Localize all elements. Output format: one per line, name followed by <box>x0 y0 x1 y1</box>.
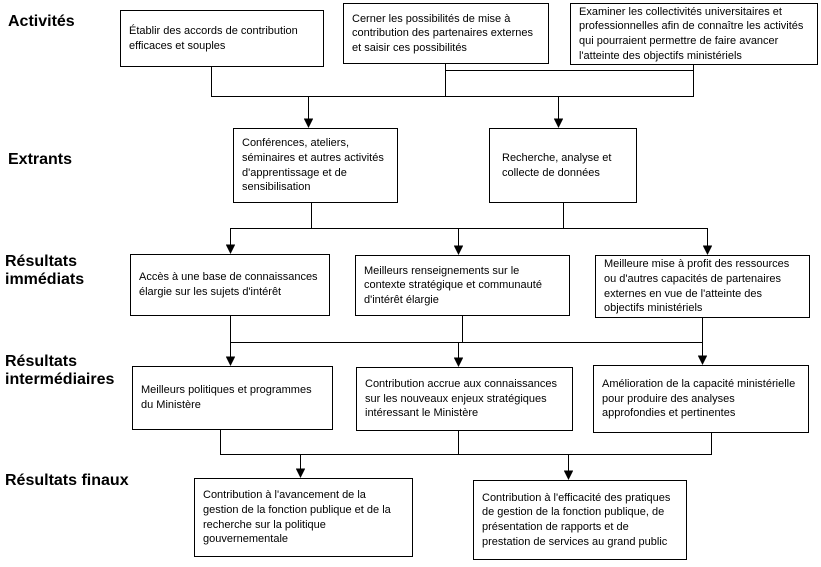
activity-box-2-text: Cerner les possibilités de mise à contri… <box>352 12 533 54</box>
intermediate-result-box-3: Amélioration de la capacité ministériell… <box>593 365 809 433</box>
intermediate-result-box-1-text: Meilleurs politiques et programmes du Mi… <box>141 384 312 411</box>
intermediate-result-box-1: Meilleurs politiques et programmes du Mi… <box>132 366 333 430</box>
output-box-2-text: Recherche, analyse et collecte de donnée… <box>502 151 612 179</box>
immediate-result-box-1: Accès à une base de connaissances élargi… <box>130 254 330 316</box>
final-result-box-1: Contribution à l'avancement de la gestio… <box>194 478 413 557</box>
row-label-activites: Activités <box>8 13 75 30</box>
final-result-box-1-text: Contribution à l'avancement de la gestio… <box>203 489 391 546</box>
activity-box-1-text: Établir des accords de contribution effi… <box>129 24 298 52</box>
final-result-box-2-text: Contribution à l'efficacité des pratique… <box>482 491 671 548</box>
connector-extrants-to-resultats-immediats <box>225 203 713 256</box>
arrowhead-icon <box>553 118 564 129</box>
connector-intermediaires-to-finaux <box>220 430 712 481</box>
connector-activities-to-extrants <box>211 64 694 129</box>
immediate-result-box-2: Meilleurs renseignements sur le contexte… <box>355 255 570 316</box>
row-label-resultats-finaux: Résultats finaux <box>5 472 129 489</box>
intermediate-result-box-3-text: Amélioration de la capacité ministériell… <box>602 378 796 420</box>
arrowhead-icon <box>225 244 236 255</box>
connector-immediats-to-intermediaires <box>225 316 708 368</box>
arrowhead-icon <box>303 118 314 129</box>
output-box-1-text: Conférences, ateliers, séminaires et aut… <box>242 137 384 194</box>
arrowhead-icon <box>453 357 464 368</box>
output-box-2: Recherche, analyse et collecte de donnée… <box>489 128 637 203</box>
arrowhead-icon <box>295 468 306 479</box>
row-label-resultats-intermediaires: Résultats intermédiaires <box>5 353 115 389</box>
immediate-result-box-3: Meilleure mise à profit des ressources o… <box>595 255 810 318</box>
immediate-result-box-2-text: Meilleurs renseignements sur le contexte… <box>364 264 542 306</box>
arrowhead-icon <box>453 245 464 256</box>
activity-box-2: Cerner les possibilités de mise à contri… <box>343 3 549 64</box>
output-box-1: Conférences, ateliers, séminaires et aut… <box>233 128 398 203</box>
intermediate-result-box-2: Contribution accrue aux connaissances su… <box>356 367 573 431</box>
intermediate-result-box-2-text: Contribution accrue aux connaissances su… <box>365 378 558 420</box>
arrowhead-icon <box>563 470 574 481</box>
row-label-extrants: Extrants <box>8 151 73 168</box>
activity-box-1: Établir des accords de contribution effi… <box>120 10 324 67</box>
arrowhead-icon <box>697 355 708 366</box>
immediate-result-box-3-text: Meilleure mise à profit des ressources o… <box>604 258 790 315</box>
arrowhead-icon <box>702 245 713 256</box>
activity-box-3: Examiner les collectivités universitaire… <box>570 3 818 65</box>
arrowhead-icon <box>225 356 236 367</box>
final-result-box-2: Contribution à l'efficacité des pratique… <box>473 480 687 560</box>
activity-box-3-text: Examiner les collectivités universitaire… <box>579 5 804 62</box>
immediate-result-box-1-text: Accès à une base de connaissances élargi… <box>139 271 318 298</box>
row-label-resultats-immediats: Résultats immédiats <box>5 253 85 289</box>
